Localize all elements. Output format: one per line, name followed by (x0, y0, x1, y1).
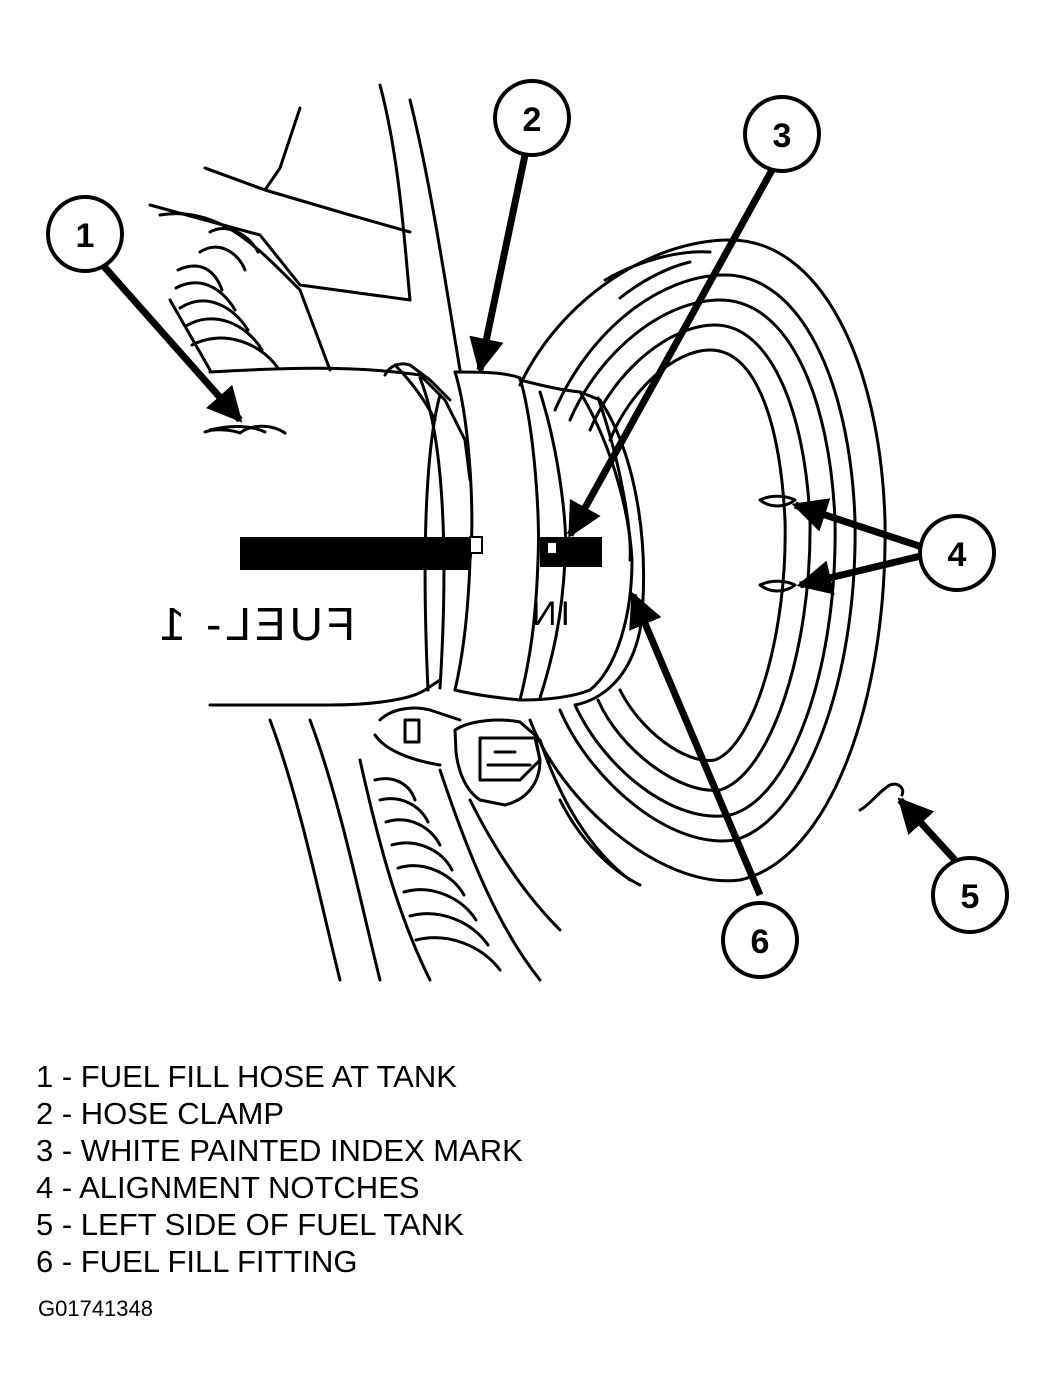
callout-number-2: 2 (523, 101, 542, 139)
alignment-notches (758, 494, 797, 593)
leader-line-3 (566, 168, 776, 539)
hose-clamp (373, 362, 542, 807)
leader-line-4b (796, 551, 926, 595)
legend-item: 2 - HOSE CLAMP (36, 1096, 285, 1131)
callout-number-1: 1 (76, 217, 95, 255)
figure-code: G01741348 (38, 1296, 153, 1321)
frame-rail-upper (148, 83, 462, 372)
leader-line-2 (469, 154, 529, 374)
legend-item: 6 - FUEL FILL FITTING (36, 1244, 358, 1279)
legend-item: 1 - FUEL FILL HOSE AT TANK (36, 1059, 457, 1094)
fuel-fill-hose-illustration: FUEL- 1 IN 1 2 3 4 5 6 (46, 79, 1009, 982)
tank-surface-curl (858, 782, 905, 812)
callout-circle-4 (918, 514, 996, 592)
legend-item: 3 - WHITE PAINTED INDEX MARK (36, 1133, 523, 1168)
callout-number-6: 6 (751, 923, 770, 961)
callout-circle-3 (743, 95, 821, 173)
callout-number-3: 3 (773, 117, 792, 155)
legend-list: 1 - FUEL FILL HOSE AT TANK 2 - HOSE CLAM… (36, 1058, 523, 1280)
callout-circle-2 (493, 79, 571, 157)
legend-item: 4 - ALIGNMENT NOTCHES (36, 1170, 420, 1205)
callout-circle-6 (721, 901, 799, 979)
hose-marking-text: FUEL- 1 (156, 598, 355, 650)
callout-number-4: 4 (948, 536, 967, 574)
corrugated-hose-lower (268, 718, 642, 982)
callout-number-5: 5 (961, 878, 980, 916)
fuel-fill-hose (208, 366, 472, 707)
hose-surface-curl (203, 424, 287, 435)
fitting-marking-text: IN (528, 595, 570, 633)
callout-circle-1 (46, 195, 124, 273)
white-painted-index-mark (240, 536, 602, 570)
leader-line-6 (629, 591, 764, 897)
leader-line-4a (791, 498, 927, 552)
leader-line-1 (97, 259, 243, 423)
legend-item: 5 - LEFT SIDE OF FUEL TANK (36, 1207, 464, 1242)
callout-circle-5 (931, 856, 1009, 934)
corrugated-hose-upper (158, 212, 332, 372)
leader-line-5 (897, 797, 958, 863)
